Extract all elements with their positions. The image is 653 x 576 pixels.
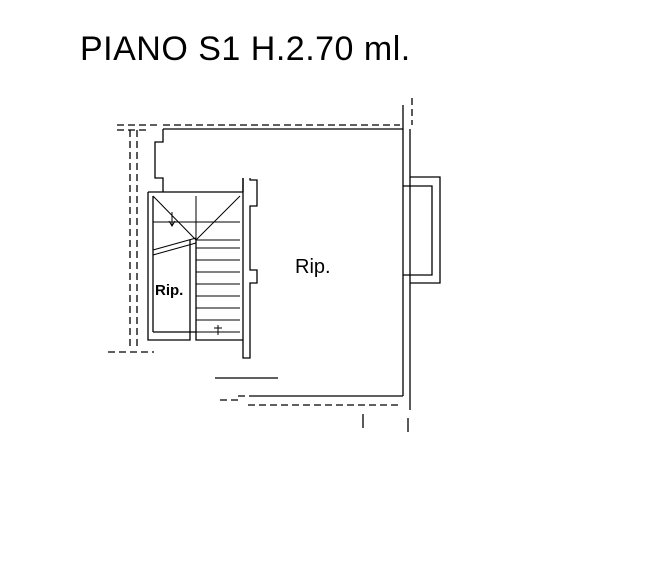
stair-treads — [152, 195, 241, 335]
small-room-label: Rip. — [155, 282, 183, 299]
main-room-label: Rip. — [295, 256, 331, 278]
walls — [147, 105, 441, 410]
dashed-boundary — [108, 98, 413, 406]
floor-title: PIANO S1 H.2.70 ml. — [80, 30, 411, 68]
wall-stubs — [362, 414, 409, 432]
